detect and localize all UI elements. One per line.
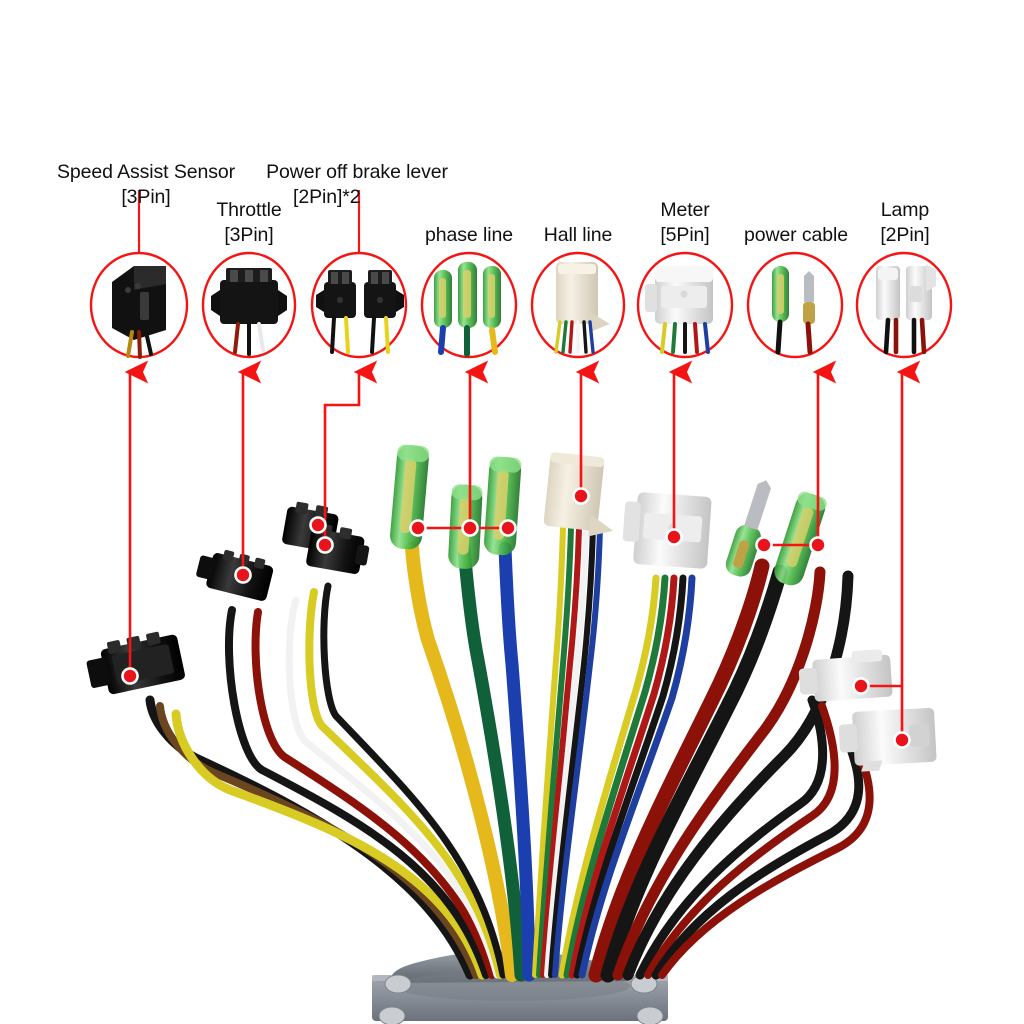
callout-throttle[interactable] xyxy=(201,251,297,359)
harness-connector-lamp-1 xyxy=(798,649,893,702)
marker-phase-2 xyxy=(461,519,479,537)
label-throttle: Throttle [3Pin] xyxy=(169,198,329,248)
harness-wire-bundle xyxy=(145,525,874,983)
arrow-brake-lever xyxy=(323,360,378,545)
marker-power-2 xyxy=(809,536,827,554)
marker-phase-3 xyxy=(499,519,517,537)
callout-meter[interactable] xyxy=(636,251,734,359)
harness-connector-meter xyxy=(622,492,712,569)
marker-speed-assist xyxy=(121,667,139,685)
marker-meter xyxy=(665,528,683,546)
label-meter-line2: [5Pin] xyxy=(660,224,710,246)
harness-connector-speed-assist xyxy=(86,631,185,695)
callout-phase-line[interactable] xyxy=(420,251,518,359)
label-stems xyxy=(137,190,361,254)
label-power-cable-line1: power cable xyxy=(743,224,849,246)
label-lamp-line2: [2Pin] xyxy=(880,224,930,246)
label-lamp-line1: Lamp xyxy=(880,199,930,221)
label-power-off-brake-lever: Power off brake lever [2Pin]*2 xyxy=(237,160,477,210)
marker-lamp-1 xyxy=(852,677,870,695)
callout-hall-line[interactable] xyxy=(530,251,626,359)
harness-connector-power-male xyxy=(725,480,772,577)
label-hall-line-line1: Hall line xyxy=(543,224,613,246)
label-meter: Meter [5Pin] xyxy=(620,198,750,248)
label-lamp: Lamp [2Pin] xyxy=(843,198,967,248)
label-meter-line1: Meter xyxy=(660,199,710,221)
label-hall-line: Hall line xyxy=(510,223,646,248)
marker-hall xyxy=(572,487,590,505)
marker-lamp-2 xyxy=(893,731,911,749)
harness-connector-power-female xyxy=(774,491,827,586)
label-phase-line: phase line xyxy=(399,223,539,248)
label-power-off-brake-lever-line2: [2Pin]*2 xyxy=(293,186,361,208)
marker-dots xyxy=(121,487,911,749)
label-speed-assist-sensor-line2: [3Pin] xyxy=(121,186,171,208)
callout-power-off-brake-lever[interactable] xyxy=(310,251,408,359)
callout-lamp[interactable] xyxy=(855,251,953,359)
label-speed-assist-sensor: Speed Assist Sensor [3Pin] xyxy=(0,160,292,210)
harness-connector-phase-3 xyxy=(484,456,522,556)
callout-speed-assist-sensor[interactable] xyxy=(89,251,189,359)
label-power-off-brake-lever-line1: Power off brake lever xyxy=(266,161,448,183)
marker-phase-1 xyxy=(409,519,427,537)
marker-power-1 xyxy=(755,536,773,554)
label-phase-line-line1: phase line xyxy=(425,224,513,246)
marker-throttle xyxy=(234,566,252,584)
callout-arrows xyxy=(124,360,921,740)
label-throttle-line2: [3Pin] xyxy=(224,224,274,246)
callout-power-cable[interactable] xyxy=(746,251,844,359)
marker-brake-1 xyxy=(309,516,327,534)
label-power-cable: power cable xyxy=(722,223,870,248)
marker-brake-2 xyxy=(316,536,334,554)
label-speed-assist-sensor-line1: Speed Assist Sensor xyxy=(56,161,236,183)
label-throttle-line1: Throttle xyxy=(216,199,282,221)
